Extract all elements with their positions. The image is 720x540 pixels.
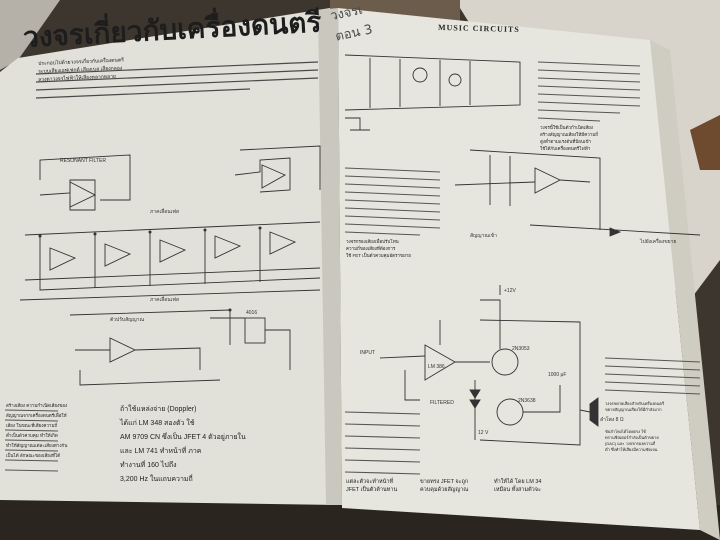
left-col2-line-2: ได้แก่ LM 348 สองตัว ใช้ [120, 420, 195, 427]
background-block [690, 115, 720, 170]
amp-note-line-5: (DAC) และ วงจรกรองความถี่ [605, 441, 656, 446]
right-page [338, 8, 700, 530]
left-col1-line-3: เสียง ในขณะที่เสียงความถี่ [6, 423, 58, 428]
schematic-mid-label: ภาคเลื่อนเฟส [150, 209, 179, 215]
opamp-3 [159, 239, 187, 263]
right-mid-schematic [454, 149, 701, 237]
schematic-low-label: ภาคเลื่อนเฟส [150, 297, 179, 303]
chip-4016 [244, 317, 266, 344]
opamp-1 [49, 247, 77, 271]
opamp-4 [214, 235, 242, 259]
right-note-top-line-1: วงจรนี้ใช้เป็นตัวกำเนิดเสียง [540, 125, 593, 130]
schematic-chip-label: 4016 [246, 310, 258, 316]
left-col1-line-6: เป็นได้ ลักษณะของเสียงที่ได้ [6, 453, 61, 458]
left-schematic-nodes [38, 226, 262, 312]
left-page [0, 8, 338, 505]
amp-input-label: INPUT [360, 350, 375, 356]
right-body-line-5: ทำให้ได้ โดย LM 34 [494, 479, 542, 485]
left-col1-line-5: ทำให้สัญญาณแต่ละเสียงต่างกัน [6, 443, 68, 448]
left-col1-line-1: สร้างเสียง ความกำเนิดเสียงของ [6, 403, 68, 408]
right-mid-text-lines [344, 167, 441, 236]
amp-note-line-6: ต่ำ ซึ่งทำให้เสียงมีความชัดเจน [605, 447, 658, 452]
right-note-top-line-3: สูงต่ำตามแรงดันที่ป้อนเข้า [540, 139, 592, 144]
left-col2-line-5: ทำงานที่ 160 ไปถึง [120, 462, 177, 469]
opamp-5 [269, 231, 297, 255]
left-col2-line-4: และ LM 741 ทำหน้าที่ ภาค [120, 448, 202, 455]
schematic-top-label: RESONANT FILTER [60, 158, 106, 164]
amp-speaker-label: ลำโพง 8 Ω [600, 417, 624, 423]
amp-opamp-label: LM 386 [428, 364, 445, 370]
right-body-lines [344, 411, 421, 475]
left-col1-line-4: ต่ำเป็นตัวควบคุม ทำให้เกิด [6, 433, 58, 438]
left-col1-line-2: สัญญาณจากเครื่องดนตรีเพื่อให้ [6, 413, 67, 418]
right-amp-note-lines [604, 357, 701, 395]
right-body-line-6: เหมือน ทั้งสามตัวจะ [494, 487, 541, 493]
amp-q1-label: 2N3053 [512, 346, 530, 352]
transistor-q1 [491, 348, 519, 376]
gutter-shadow [318, 8, 342, 505]
left-col2-line-3: AM 9709 CN ซึ่งเป็น JFET 4 ตัวอยู่ภายใน [120, 434, 246, 441]
mid-schematic-label: สัญญาณเข้า [470, 233, 497, 239]
right-note-lines [537, 61, 641, 122]
right-note-top-line-2: สร้างสัญญาณเสียงให้มีความถี่ [540, 132, 599, 137]
right-note-top-line-4: ใช้ได้กับเครื่องดนตรีไฟฟ้า [540, 146, 591, 151]
opamp-2 [104, 243, 132, 267]
top-left-page-edge [0, 0, 60, 70]
amp-note-line-2: ขยายสัญญาณเสียงให้มีกำลังมาก [605, 407, 662, 412]
right-amp-schematic [379, 285, 599, 446]
speaker-icon [589, 397, 599, 427]
right-body-line-3: ขายทรง JFET จะถูก [420, 479, 469, 485]
amp-note-line-4: ทรานซิสเตอร์กำลังเป็นตัวขยาย [605, 435, 659, 440]
right-note-mid-line-2: ความถี่ของเสียงที่ต้องการ [346, 246, 396, 251]
right-body-line-1: แต่ละตัวจะทำหน้าที่ [346, 479, 394, 485]
amp-cap-label: 1000 μF [548, 372, 567, 378]
amp-filtered-label: FILTERED [430, 400, 454, 406]
right-note-mid-line-3: ใช้ FET เป็นตัวควบคุมอัตราขยาย [346, 253, 411, 258]
mid-schematic-label-2: ไปยังเครื่องขยาย [640, 239, 677, 245]
left-col2-line-1: ถ้าใช้แหล่งจ่าย (Doppler) [120, 406, 197, 413]
amp-note-line-1: วงจรขยายเสียงสำหรับเครื่องดนตรี [605, 401, 665, 406]
right-body-line-4: ควบคุมด้วยสัญญาณ [420, 487, 469, 493]
schematic-bottom-label: ตัวปรับสัญญาณ [110, 317, 145, 323]
amp-note-line-3: ขับลำโพงได้โดยตรง ใช้ [605, 429, 646, 434]
amp-opamp [424, 344, 456, 381]
right-body-line-2: JFET เป็นตัวต้านทาน [346, 487, 398, 493]
amp-vcc-label: +12V [504, 288, 516, 294]
intro-text-lines [35, 61, 319, 99]
amp-supply-label: 12 V [478, 430, 489, 436]
left-col2-line-6: 3,200 Hz ในแถบความถี่ [120, 476, 193, 483]
right-top-schematic [344, 54, 521, 131]
left-body-lines [4, 409, 59, 472]
left-schematic [19, 145, 321, 386]
right-note-mid-line-1: วงจรกรองเสียงเพื่อปรับโทน [346, 239, 399, 244]
right-page-edge [650, 40, 720, 540]
opamp-mid [534, 167, 562, 194]
amp-q2-label: 2N3638 [518, 398, 536, 404]
